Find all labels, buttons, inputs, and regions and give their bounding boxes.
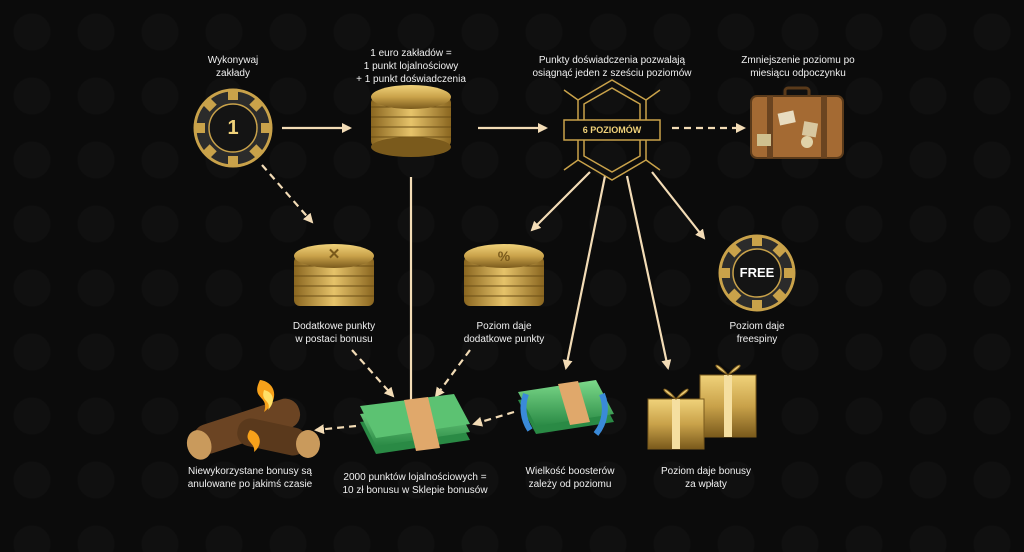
arrow-levels-to-percent [530, 171, 591, 232]
label-shop: 2000 punktów lojalnościowych = 10 zł bon… [342, 472, 488, 496]
arrow-extra-to-shop [351, 349, 395, 398]
money-stack-icon [360, 394, 470, 454]
coin-stack-cross-icon [294, 244, 374, 306]
label-level-extra: Poziom daje dodatkowe punkty [463, 321, 545, 345]
arrow-percent-to-shop [434, 349, 471, 398]
arrow-levels-to-free [651, 171, 706, 240]
burning-logs-icon [186, 380, 320, 460]
label-extra-points: Dodatkowe punkty w postaci bonusu [292, 321, 376, 345]
poker-chip-icon [193, 88, 273, 168]
arrow-boosters-to-shop [472, 410, 515, 427]
chip-number: 1 [227, 117, 239, 139]
label-decrease: Zmniejszenie poziomu po miesiącu odpoczy… [741, 55, 855, 79]
coin-stack-percent-icon [464, 244, 544, 306]
cross-sign: ✕ [327, 246, 341, 263]
arrow-levels-to-boosters [562, 175, 607, 370]
gift-boxes-icon [647, 364, 757, 450]
label-levels-info: Punkty doświadczenia pozwalają osiągnąć … [532, 55, 692, 79]
label-bets: Wykonywaj zakłady [207, 55, 259, 79]
label-euro: 1 euro zakładów = 1 punkt lojalnościowy … [356, 48, 466, 85]
arrow-bets-to-extra [261, 164, 314, 224]
levels-badge-icon [563, 79, 661, 181]
arrows [261, 123, 746, 435]
money-refresh-icon [518, 380, 614, 436]
label-deposit: Poziom daje bonusy za wpłaty [660, 466, 752, 490]
arrow-levels-to-gifts [625, 175, 672, 370]
percent-sign: % [497, 248, 511, 264]
levels-badge-label: 6 POZIOMÓW [582, 125, 642, 135]
free-chip-icon [718, 234, 796, 312]
free-chip-label: FREE [739, 265, 775, 280]
arrow-shop-to-unused [314, 424, 357, 435]
label-unused: Niewykorzystane bonusy są anulowane po j… [187, 466, 313, 490]
label-freespins: Poziom daje freespiny [729, 321, 785, 345]
suitcase-icon [750, 86, 844, 159]
label-boosters: Wielkość boosterów zależy od poziomu [525, 466, 615, 490]
coin-stack-icon [371, 85, 451, 157]
